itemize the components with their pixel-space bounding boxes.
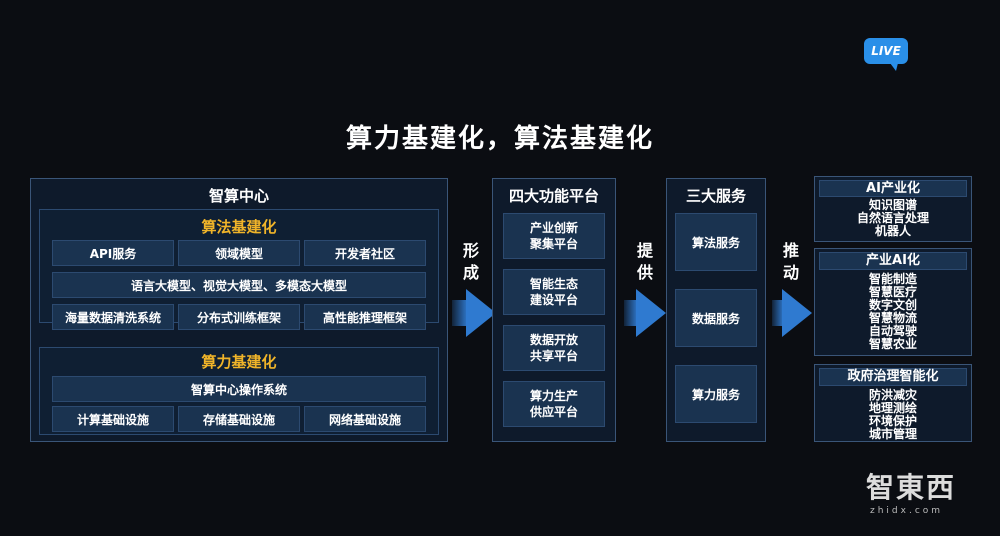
arrow3-body (772, 300, 784, 326)
arrow2-label-2: 供 (636, 263, 653, 282)
large-models-box: 语言大模型、视觉大模型、多模态大模型 (52, 272, 426, 298)
platform-panel: 四大功能平台 产业创新 聚集平台 智能生态 建设平台 数据开放 共享平台 算力生… (492, 178, 616, 442)
platform-item-1-line2: 聚集平台 (529, 237, 578, 251)
ai-industrialization-list: 知识图谱 自然语言处理 机器人 (815, 199, 971, 238)
list-item: 机器人 (874, 224, 911, 238)
list-item: 自然语言处理 (856, 211, 929, 225)
arrow1-icon (466, 289, 496, 337)
compute-infra-title: 算力基建化 (201, 353, 277, 371)
platform-item-4: 算力生产 供应平台 (503, 381, 605, 427)
platform-item-2: 智能生态 建设平台 (503, 269, 605, 315)
arrow2-body (624, 300, 638, 326)
list-item: 防洪减灾 (868, 388, 917, 402)
list-item: 地理测绘 (868, 401, 917, 415)
platform-item-1-line1: 产业创新 (529, 221, 578, 235)
list-item: 知识图谱 (868, 198, 917, 212)
platform-item-2-line2: 建设平台 (529, 293, 578, 307)
arrow3-label-2: 动 (782, 263, 799, 282)
platform-item-3-line2: 共享平台 (529, 349, 578, 363)
service-compute-box: 算力服务 (675, 365, 757, 423)
list-item: 智慧物流 (868, 311, 917, 325)
list-item: 自动驾驶 (868, 324, 917, 338)
ai-industrialization-panel: AI产业化 知识图谱 自然语言处理 机器人 (814, 176, 972, 242)
arrow2-label-1: 提 (636, 241, 653, 260)
compute-infra-box: 计算基础设施 (52, 406, 174, 432)
gov-governance-title: 政府治理智能化 (819, 368, 967, 386)
compute-infra-group: 算力基建化 智算中心操作系统 计算基础设施 存储基础设施 网络基础设施 (39, 347, 439, 435)
list-item: 智慧医疗 (868, 285, 917, 299)
platform-item-3-line1: 数据开放 (529, 333, 578, 347)
algo-infra-group: 算法基建化 API服务 领域模型 开发者社区 语言大模型、视觉大模型、多模态大模… (39, 209, 439, 330)
industry-ai-panel: 产业AI化 智能制造 智慧医疗 数字文创 智慧物流 自动驾驶 智慧农业 (814, 248, 972, 356)
service-data-box: 数据服务 (675, 289, 757, 347)
list-item: 城市管理 (868, 427, 917, 441)
algo-infra-title: 算法基建化 (201, 218, 277, 236)
platform-title: 四大功能平台 (508, 187, 599, 205)
os-box: 智算中心操作系统 (52, 376, 426, 402)
network-infra-box: 网络基础设施 (304, 406, 426, 432)
platform-item-1: 产业创新 聚集平台 (503, 213, 605, 259)
smart-computing-center-panel: 智算中心 算法基建化 API服务 领域模型 开发者社区 语言大模型、视觉大模型、… (30, 178, 448, 442)
service-algo-box: 算法服务 (675, 213, 757, 271)
data-cleaning-box: 海量数据清洗系统 (52, 304, 174, 330)
domain-model-box: 领域模型 (178, 240, 300, 266)
list-item: 环境保护 (868, 414, 917, 428)
live-badge: LIVE (864, 38, 908, 71)
list-item: 数字文创 (868, 298, 917, 312)
smart-computing-center-title: 智算中心 (208, 187, 269, 205)
list-item: 智慧农业 (868, 337, 917, 351)
arrow1-label-1: 形 (462, 241, 479, 260)
gov-governance-list: 防洪减灾 地理测绘 环境保护 城市管理 (815, 389, 971, 441)
arrow3-icon (782, 289, 812, 337)
platform-item-4-line1: 算力生产 (529, 389, 578, 403)
industry-ai-list: 智能制造 智慧医疗 数字文创 智慧物流 自动驾驶 智慧农业 (815, 273, 971, 351)
inference-framework-box: 高性能推理框架 (304, 304, 426, 330)
platform-item-4-line2: 供应平台 (529, 405, 578, 419)
watermark-logo: 智東西 (866, 471, 957, 504)
distributed-training-box: 分布式训练框架 (178, 304, 300, 330)
arrow3-label-1: 推 (782, 241, 799, 260)
platform-item-3: 数据开放 共享平台 (503, 325, 605, 371)
list-item: 智能制造 (868, 272, 917, 286)
storage-infra-box: 存储基础设施 (178, 406, 300, 432)
arrow1-label-2: 成 (462, 263, 479, 282)
arrow1-body (452, 300, 468, 326)
industry-ai-title: 产业AI化 (819, 252, 967, 270)
arrow2-icon (636, 289, 666, 337)
developer-community-box: 开发者社区 (304, 240, 426, 266)
ai-industrialization-title: AI产业化 (819, 180, 967, 197)
watermark-url: zhidx.com (870, 506, 944, 516)
gov-governance-panel: 政府治理智能化 防洪减灾 地理测绘 环境保护 城市管理 (814, 364, 972, 442)
platform-item-2-line1: 智能生态 (529, 277, 578, 291)
slide-title: 算力基建化，算法基建化 (345, 124, 654, 154)
services-panel: 三大服务 算法服务 数据服务 算力服务 (666, 178, 766, 442)
api-service-box: API服务 (52, 240, 174, 266)
services-title: 三大服务 (685, 187, 746, 205)
